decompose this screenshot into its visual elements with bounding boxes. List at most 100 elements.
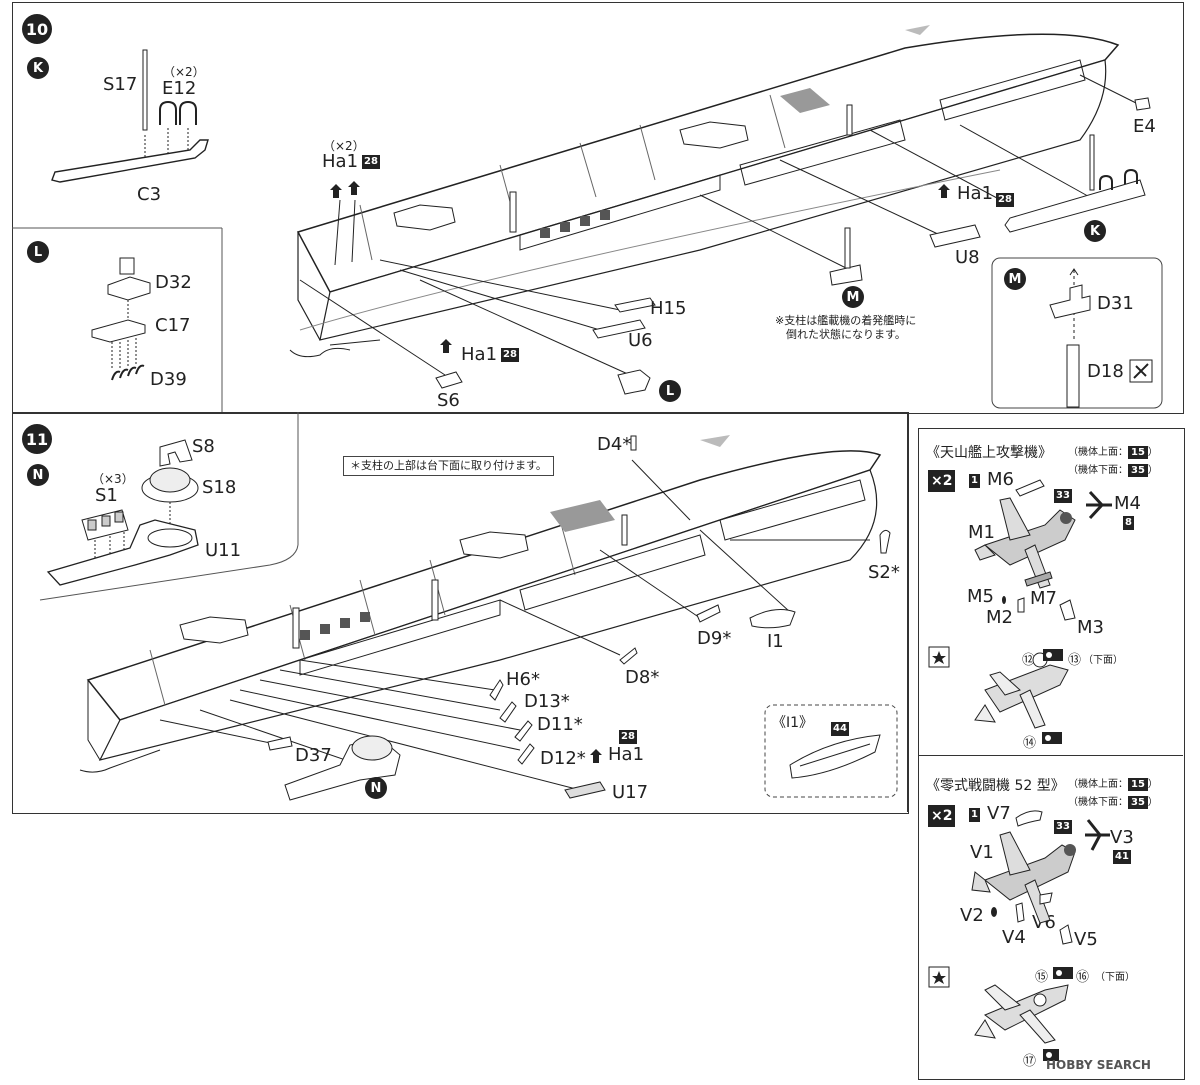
tenzan-x2: ×2 [928,470,956,492]
tenzan-under: （下面） [1083,655,1123,666]
support-note-line1: ※支柱は艦載機の着発艦時に [775,314,917,327]
label-x2-e12: （×2） [163,65,205,79]
label-d37: D37 [295,745,332,766]
paint-28-step11: 28 [619,730,637,744]
zero-lower-num: 35 [1128,796,1148,809]
zero-title: 《零式戦闘機 52 型》 [926,778,1065,794]
support-note-line2: 倒れた状態になります。 [786,328,906,341]
zero-upper-label: （機体上面：15） [1068,775,1158,791]
zero-upper-num: 15 [1128,778,1148,791]
tenzan-box1: 1 [969,474,980,488]
label-s17: S17 [103,74,138,95]
tenzan-upper-text: （機体上面： [1068,447,1128,458]
step10-panel [12,2,1184,414]
tenzan-decal-14: ⑭ [1023,736,1037,751]
label-u8: U8 [955,247,980,268]
label-u6: U6 [628,330,653,351]
label-u11: U11 [205,540,242,561]
tenzan-lower-num: 35 [1128,464,1148,477]
label-d31: D31 [1097,293,1134,314]
step11-note: ＊支柱の上部は台下面に取り付けます。 [343,456,554,476]
paint-28-a: 28 [362,155,380,169]
label-d18: D18 [1087,361,1124,382]
label-d8: D8* [625,667,660,688]
label-m4: M4 [1114,493,1141,514]
sub-n-marker: N [27,464,49,486]
zero-decal-15: ⑮ [1035,970,1049,985]
label-s18: S18 [202,477,237,498]
label-e4: E4 [1133,116,1156,137]
zero-under: （下面） [1095,972,1135,983]
sub-n-callout: N [365,777,387,799]
tenzan-lower-close: ） [1147,465,1158,476]
aircraft-panel [918,428,1185,1080]
step11-panel [12,412,909,814]
label-d32: D32 [155,272,192,293]
label-v4: V4 [1002,927,1026,948]
label-v3: V3 [1110,827,1134,848]
label-e12: E12 [162,78,197,99]
tenzan-upper-num: 15 [1128,446,1148,459]
sub-m-marker: M [1004,268,1026,290]
label-m6: M6 [987,469,1014,490]
aircraft-panel-divider [918,755,1183,756]
sub-l-callout: L [659,380,681,402]
label-c17: C17 [155,315,191,336]
label-d4: D4* [597,434,632,455]
zero-lower-label: （機体下面：35） [1068,793,1158,809]
step10-number: 10 [22,14,52,44]
tenzan-lower-label: （機体下面：35） [1068,461,1158,477]
zero-box1: 1 [969,808,980,822]
step11-number: 11 [22,424,52,454]
watermark-text: HOBBY SEARCH [1046,1058,1151,1072]
label-s2: S2* [868,562,900,583]
label-s1: S1 [95,485,118,506]
paint-44: 44 [831,722,849,736]
tenzan-box33: 33 [1054,489,1072,503]
label-d9: D9* [697,628,732,649]
zero-upper-close: ） [1147,779,1158,790]
zero-box33: 33 [1054,820,1072,834]
sub-k-callout: K [1084,220,1106,242]
label-u17: U17 [612,782,649,803]
tenzan-decal-13: ⑬ [1068,653,1082,668]
label-m1: M1 [968,522,995,543]
zero-decal-16: ⑯ [1076,970,1090,985]
label-d11: D11* [537,714,583,735]
label-v5: V5 [1074,929,1098,950]
zero-box41: 41 [1113,850,1131,864]
tenzan-title: 《天山艦上攻撃機》 [926,445,1052,461]
label-v7: V7 [987,803,1011,824]
label-v1: V1 [970,842,994,863]
label-c3: C3 [137,184,162,205]
label-m7: M7 [1030,588,1057,609]
zero-upper-text: （機体上面： [1068,779,1128,790]
tenzan-decal-12: ⑫ [1022,653,1036,668]
paint-28-b: 28 [996,193,1014,207]
label-ha1-right: Ha1 [957,183,994,204]
zero-x2: ×2 [928,805,956,827]
label-d13: D13* [524,691,570,712]
label-h6: H6* [506,669,540,690]
zero-lower-close: ） [1147,797,1158,808]
label-d12: D12* [540,748,586,769]
label-v2: V2 [960,905,984,926]
label-m5: M5 [967,586,994,607]
paint-28-c: 28 [501,348,519,362]
label-s6: S6 [437,390,460,411]
label-x3: （×3） [92,472,134,486]
sub-l-marker: L [27,241,49,263]
label-m3: M3 [1077,617,1104,638]
hobby-search-watermark: HOBBY SEARCH [1046,1058,1151,1072]
label-ha1-bottom: Ha1 [461,344,498,365]
zero-lower-text: （機体下面： [1068,797,1128,808]
